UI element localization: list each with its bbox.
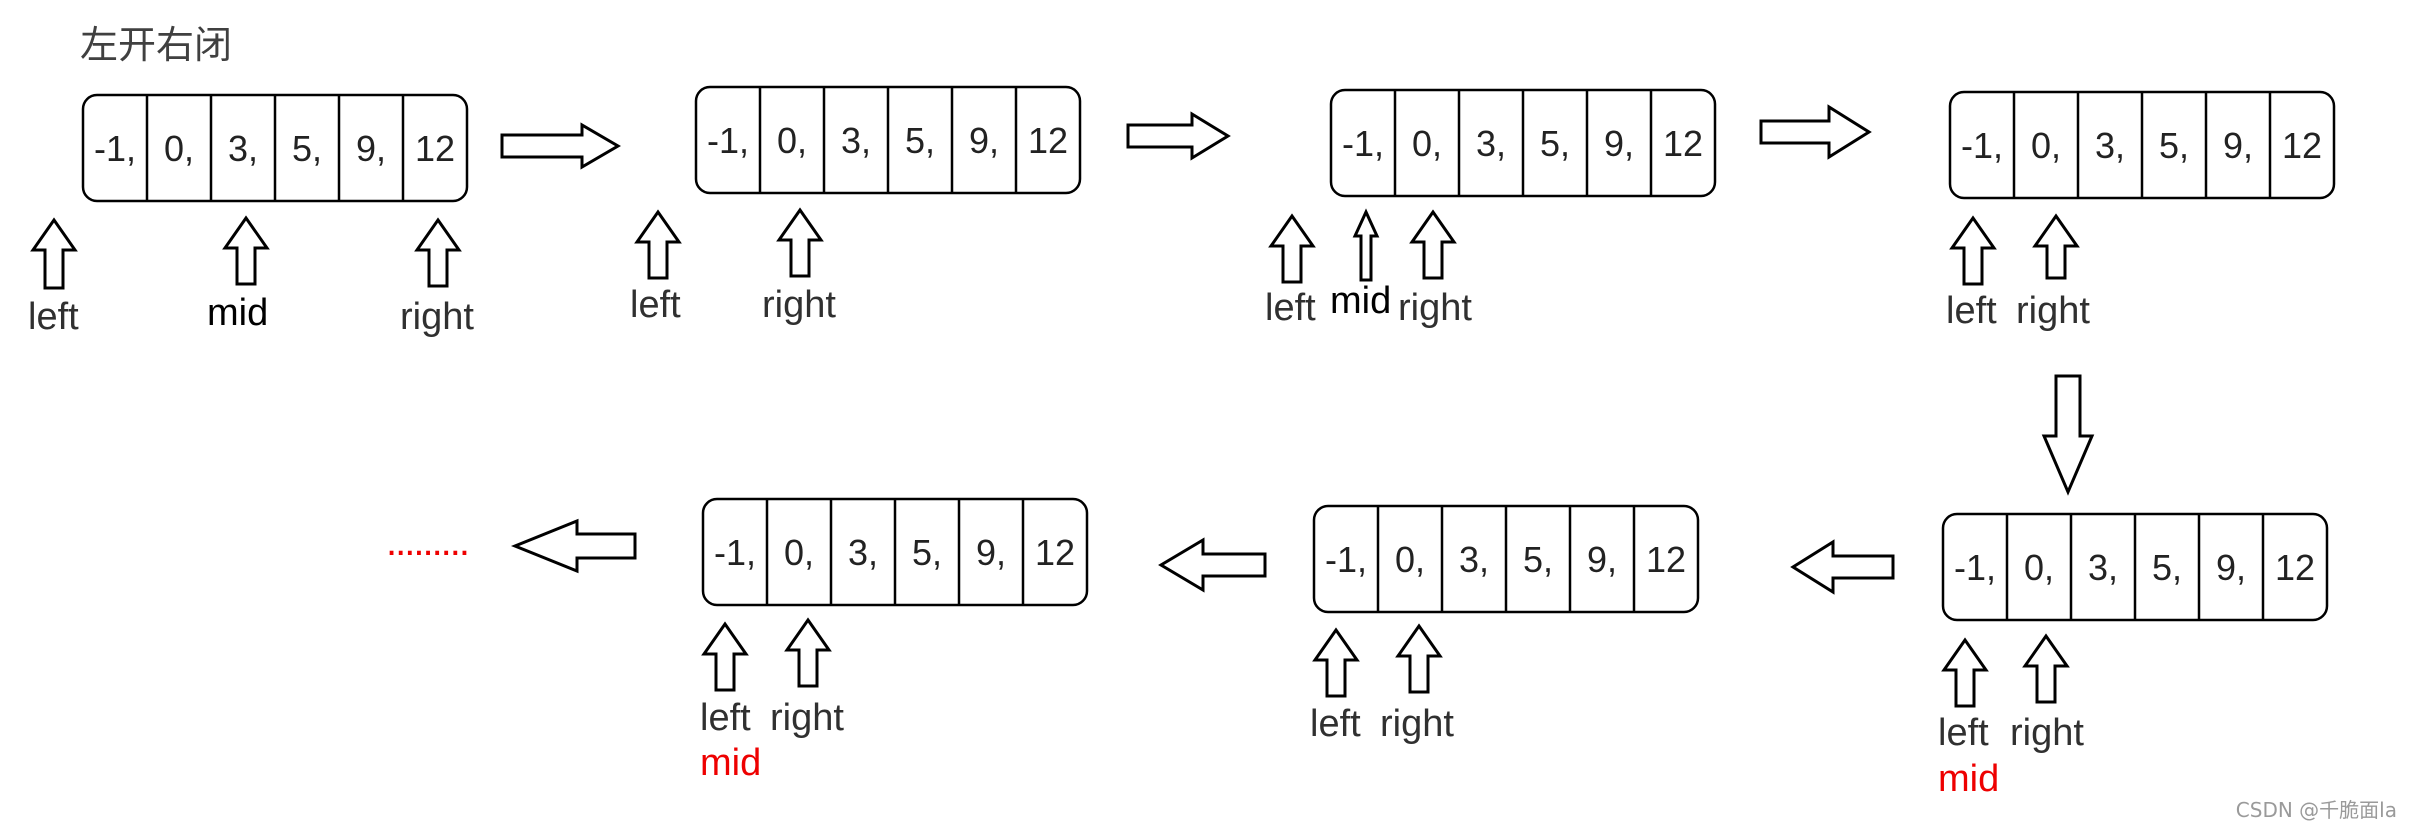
step1-mid-pointer-icon [222,215,270,286]
step7-left-label: left [700,697,751,739]
array-cell-value: -1, [94,128,136,169]
step-arrow-4-to-5 [2041,374,2095,496]
diagram-title: 左开右闭 [80,23,233,67]
array-cell-value: 5, [912,532,942,573]
array-cell-value: 12 [1646,539,1686,580]
step3-right-label: right [1398,287,1472,329]
step3-mid-label: mid [1330,280,1392,322]
step6-right-label: right [1380,703,1454,745]
array-cell-value: 3, [1476,123,1506,164]
step3-right-pointer-icon [1409,209,1457,280]
array-cell-value: 9, [1604,123,1634,164]
step4-right-pointer-icon [2032,213,2080,280]
array-cell-value: 9, [2223,125,2253,166]
array-cell-value: 3, [228,128,258,169]
step3-mid-pointer-icon [1352,208,1380,282]
step4-left-pointer-icon [1949,215,1997,286]
array-cell-value: -1, [1342,123,1384,164]
step2-left-pointer-icon [634,209,682,280]
step-arrow-3-to-4 [1759,104,1872,160]
array-cell-value: 9, [969,120,999,161]
step1-right-pointer-icon [414,217,462,288]
array-cell-value: 3, [1459,539,1489,580]
step6-left-label: left [1310,703,1361,745]
step6-left-pointer-icon [1312,627,1360,698]
array-cell-value: 3, [2095,125,2125,166]
array-cell-value: 5, [292,128,322,169]
array-cell-value: 0, [1395,539,1425,580]
step2-right-pointer-icon [776,207,824,278]
array-cell-value: 0, [2024,547,2054,588]
step5-left-label: left [1938,712,1989,754]
array-cell-value: 9, [356,128,386,169]
array-cell-value: 12 [1035,532,1075,573]
array-cell-value: 9, [2216,547,2246,588]
step7-right-label: right [770,697,844,739]
watermark: CSDN @千脆面la [2235,798,2397,822]
step-arrow-2-to-3 [1126,111,1231,161]
array-cell-value: 0, [1412,123,1442,164]
array-cell-value: 9, [1587,539,1617,580]
array-cell-value: 5, [1523,539,1553,580]
step5-left-pointer-icon [1941,637,1989,708]
array-cell-value: -1, [1961,125,2003,166]
array-cell-value: 12 [2275,547,2315,588]
array-cell-value: 0, [164,128,194,169]
step2-left-label: left [630,284,681,326]
array-cell-value: 9, [976,532,1006,573]
step7-right-pointer-icon [784,617,832,688]
step1-mid-label: mid [207,292,269,334]
array-cell-value: 5, [2159,125,2189,166]
step-arrow-6-to-7 [1158,537,1267,593]
step7-left-pointer-icon [701,621,749,692]
step4-right-label: right [2016,290,2090,332]
step5-right-label: right [2010,712,2084,754]
step5-right-pointer-icon [2022,633,2070,704]
array-cell-value: 3, [2088,547,2118,588]
step7-mid-label: mid [700,742,762,784]
array-cell-value: 12 [415,128,455,169]
step1-left-pointer-icon [30,217,78,290]
array-cell-value: 5, [905,120,935,161]
array-cell-value: -1, [714,532,756,573]
array-cell-value: 3, [848,532,878,573]
step-arrow-5-to-6 [1790,539,1895,595]
step3-left-pointer-icon [1268,213,1316,284]
array-cell-value: -1, [707,120,749,161]
step-arrow-7-to-next [510,518,637,574]
step3-left-label: left [1265,287,1316,329]
array-cell-value: 0, [784,532,814,573]
array-cell-value: 0, [2031,125,2061,166]
step4-left-label: left [1946,290,1997,332]
array-cell-value: 5, [1540,123,1570,164]
array-cell-value: 5, [2152,547,2182,588]
step2-right-label: right [762,284,836,326]
step5-mid-label: mid [1938,758,2000,800]
array-cell-value: 12 [1028,120,1068,161]
step6-right-pointer-icon [1395,623,1443,694]
step1-right-label: right [400,296,474,338]
step1-left-label: left [28,296,79,338]
array-cell-value: 12 [1663,123,1703,164]
continuation-ellipsis: ......... [386,520,468,564]
array-cell-value: -1, [1325,539,1367,580]
step-arrow-1-to-2 [500,122,621,170]
array-cell-value: 0, [777,120,807,161]
array-cell-value: 3, [841,120,871,161]
array-cell-value: 12 [2282,125,2322,166]
array-cell-value: -1, [1954,547,1996,588]
